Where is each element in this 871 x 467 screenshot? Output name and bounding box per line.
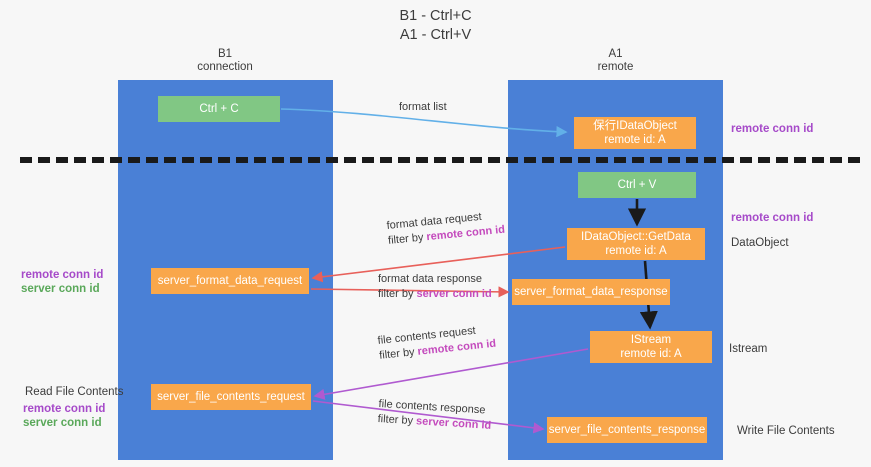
edge-label-format-data-request: format data request filter by remote con… [386,208,506,249]
title-line-1: B1 - Ctrl+C [399,8,472,24]
node-ctrl-c[interactable]: Ctrl + C [158,96,280,122]
node-getdata[interactable]: IDataObject::GetData remote id: A [567,228,705,260]
node-server-format-data-response[interactable]: server_format_data_response [512,279,670,305]
node-ctrl-c-label: Ctrl + C [199,103,239,115]
node-server-file-contents-response-label: server_file_contents_response [548,424,706,436]
node-server-file-contents-request[interactable]: server_file_contents_request [151,384,311,410]
node-server-file-contents-request-label: server_file_contents_request [157,391,305,403]
node-ctrl-v-label: Ctrl + V [617,179,657,191]
lane-header-a1-subtitle: remote [597,61,634,73]
annotation-read-file-contents: Read File Contents [25,385,123,399]
edge-label-format-list: format list [399,100,447,115]
filter-prefix: filter by [378,345,419,362]
node-server-format-data-request-label: server_format_data_request [157,275,303,287]
edge-label-format-data-response-filter: filter by server conn id [378,287,492,302]
filter-key: server conn id [415,415,492,432]
page-title: B1 - Ctrl+C A1 - Ctrl+V [0,7,871,45]
phase-divider [20,157,860,163]
annotation-left-conn-ids-bottom: remote conn id server conn id [23,402,105,430]
annotation-left-mid-server: server conn id [21,283,100,295]
edge-label-file-contents-request: file contents request filter by remote c… [377,322,497,364]
annotation-left-bot-remote: remote conn id [23,403,106,415]
annotation-remote-conn-id-mid: remote conn id [731,211,813,225]
node-data-object-sublabel: remote id: A [604,134,666,146]
node-istream-sublabel: remote id: A [620,348,682,360]
annotation-remote-conn-id-top-text: remote conn id [731,123,814,135]
edge-label-format-data-response: format data response filter by server co… [378,272,492,302]
annotation-left-conn-ids-mid: remote conn id server conn id [21,268,103,296]
lane-header-b1-subtitle: connection [197,61,253,73]
node-server-file-contents-response[interactable]: server_file_contents_response [547,417,707,443]
annotation-dataobject: DataObject [731,236,789,250]
title-line-2: A1 - Ctrl+V [399,27,472,43]
node-getdata-sublabel: remote id: A [605,245,667,257]
annotation-remote-conn-id-top: remote conn id [731,122,813,136]
node-istream[interactable]: IStream remote id: A [590,331,712,363]
edge-label-file-contents-response: file contents response filter by server … [377,397,492,434]
annotation-left-mid-remote: remote conn id [21,269,104,281]
node-server-format-data-response-label: server_format_data_response [514,286,668,298]
node-istream-label: IStream [630,334,672,346]
filter-prefix: filter by [387,231,428,247]
filter-key: server conn id [416,288,492,300]
annotation-write-file-contents: Write File Contents [737,424,835,438]
lane-header-b1: B1 connection [150,48,300,74]
annotation-left-bot-server: server conn id [23,417,102,429]
annotation-istream-text: Istream [729,343,768,355]
annotation-remote-conn-id-mid-text: remote conn id [731,212,814,224]
lane-header-a1-title: A1 [608,48,623,60]
edge-label-format-list-text: format list [399,101,447,113]
annotation-istream: Istream [729,342,767,356]
filter-prefix: filter by [377,412,417,428]
node-ctrl-v[interactable]: Ctrl + V [578,172,696,198]
lane-header-b1-title: B1 [217,48,233,60]
node-data-object-label: 保行IDataObject [593,120,677,132]
annotation-write-file-contents-text: Write File Contents [737,425,835,437]
annotation-read-file-contents-text: Read File Contents [25,386,124,398]
lane-header-a1: A1 remote [568,48,663,74]
edge-label-format-data-response-main: format data response [378,273,482,285]
node-data-object[interactable]: 保行IDataObject remote id: A [574,117,696,149]
node-server-format-data-request[interactable]: server_format_data_request [151,268,309,294]
annotation-dataobject-text: DataObject [731,237,789,249]
filter-prefix: filter by [378,288,417,300]
node-getdata-label: IDataObject::GetData [581,231,691,243]
